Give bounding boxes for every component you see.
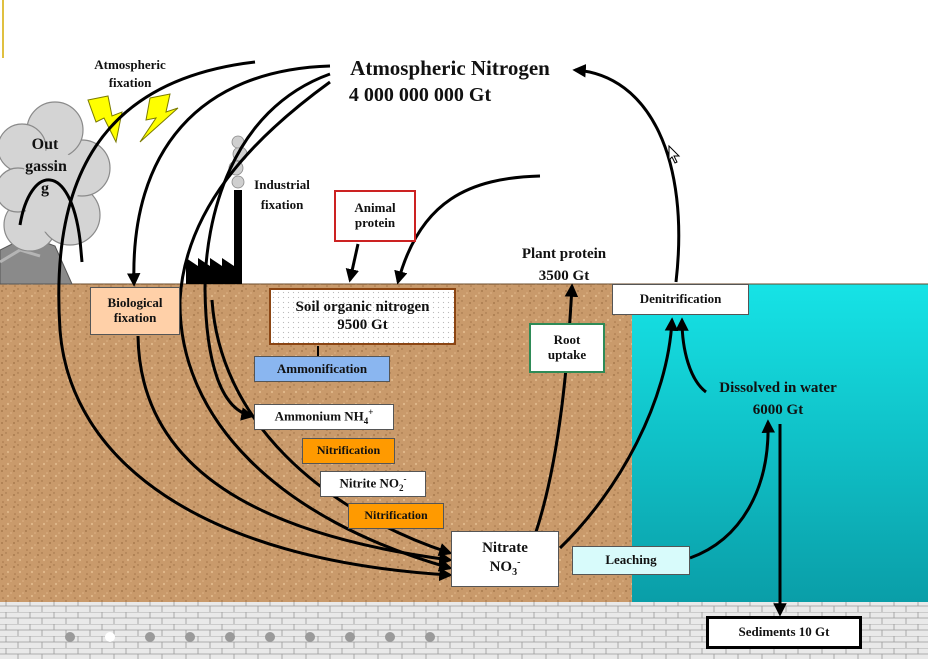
soil-organic-nitrogen-label: Soil organic nitrogen	[295, 299, 430, 316]
leaching-box: Leaching	[572, 546, 690, 575]
arrow-animal-to-soil	[345, 243, 360, 283]
nitrate-box: Nitrate NO3-	[451, 531, 559, 587]
nitrite-text: Nitrite NO	[339, 475, 400, 491]
root-uptake-label-1: Root	[553, 332, 581, 348]
arrow-root-uptake	[533, 283, 579, 536]
industrial-fixation-label-2: fixation	[260, 197, 304, 212]
lightning-bolt-icon	[87, 93, 179, 144]
ammonium-text: Ammonium NH	[274, 408, 364, 424]
plant-protein-amount: 3500 Gt	[538, 268, 590, 284]
arrow-denitrification-to-atm	[572, 63, 681, 283]
arrow-nitrate-to-denitrification	[558, 317, 679, 550]
mouse-cursor-icon	[668, 144, 681, 164]
ammonification-label: Ammonification	[276, 360, 368, 376]
ammonium-box: Ammonium NH4+	[254, 404, 394, 430]
atmospheric-fixation-label-1: Atmospheric	[94, 57, 166, 72]
nitrate-label-1: Nitrate	[482, 539, 528, 556]
nitrate-formula: NO	[489, 558, 513, 575]
biological-fixation-label-2: fixation	[113, 310, 157, 325]
denitrification-label: Denitrification	[639, 291, 722, 307]
animal-protein-label-2: protein	[354, 215, 396, 230]
nitrite-subscript: 2	[399, 483, 404, 494]
nitrification-label-1: Nitrification	[316, 443, 381, 458]
corner-tick	[2, 0, 4, 58]
root-uptake-box: Root uptake	[529, 323, 605, 373]
outgassing-cloud	[0, 101, 111, 252]
nitrite-superscript: -	[403, 474, 407, 485]
atmospheric-nitrogen-amount: 4 000 000 000 Gt	[348, 84, 492, 106]
arrow-dissolved-to-denitrification	[675, 317, 707, 394]
slide-progress-dots	[65, 632, 435, 642]
biological-fixation-label-1: Biological	[107, 295, 163, 311]
root-uptake-label-2: uptake	[547, 347, 587, 362]
nitrification-label-2: Nitrification	[364, 508, 428, 523]
plant-protein-label: Plant protein	[521, 246, 607, 262]
dissolved-in-water-amount: 6000 Gt	[752, 402, 804, 418]
ammonium-label: Ammonium NH4+	[275, 407, 374, 426]
leaching-label: Leaching	[605, 552, 657, 568]
nitrate-label-2: NO3-	[490, 557, 521, 579]
atmospheric-fixation-label-2: fixation	[108, 75, 152, 90]
arrow-atm-to-nitrate	[57, 60, 453, 582]
out-gassing-label-3: g	[41, 180, 49, 197]
flow-arrows	[18, 60, 787, 617]
atmospheric-nitrogen-title: Atmospheric Nitrogen	[350, 56, 550, 80]
arrow-industrial-to-nitrate	[178, 80, 453, 572]
animal-protein-box: Animal protein	[334, 190, 416, 242]
out-gassing-label-1: Out	[31, 136, 59, 153]
ammonium-superscript: +	[368, 407, 374, 418]
animal-protein-label-1: Animal	[354, 200, 396, 216]
ammonification-box: Ammonification	[254, 356, 390, 382]
nitrification-box-2: Nitrification	[348, 503, 444, 529]
arrow-leaching-to-dissolved	[689, 419, 776, 560]
industrial-fixation-label-1: Industrial	[254, 177, 310, 192]
denitrification-box: Denitrification	[612, 284, 749, 315]
arrow-soil-to-nitrate	[210, 299, 453, 557]
sediments-box: Sediments 10 Gt	[706, 616, 862, 649]
out-gassing-label-2: gassin	[25, 158, 67, 175]
soil-organic-nitrogen-box: Soil organic nitrogen 9500 Gt	[269, 288, 456, 345]
nitrate-superscript: -	[517, 556, 521, 568]
arrow-biological-to-nitrate	[136, 335, 453, 566]
arrow-atm-to-biological	[126, 64, 331, 287]
nitrification-box-1: Nitrification	[302, 438, 395, 464]
soil-organic-nitrogen-amount: 9500 Gt	[337, 316, 388, 333]
arrow-plant-to-soil	[394, 174, 541, 285]
nitrite-label: Nitrite NO2-	[339, 474, 406, 493]
outgassing-arc	[18, 178, 84, 263]
nitrite-box: Nitrite NO2-	[320, 471, 426, 497]
arrow-atm-to-ammonium	[203, 72, 331, 421]
ammonium-subscript: 4	[363, 416, 369, 427]
biological-fixation-box: Biological fixation	[90, 287, 180, 335]
sediments-label: Sediments 10 Gt	[738, 624, 830, 640]
nitrate-subscript: 3	[512, 566, 518, 578]
dissolved-in-water-label: Dissolved in water	[719, 380, 837, 396]
